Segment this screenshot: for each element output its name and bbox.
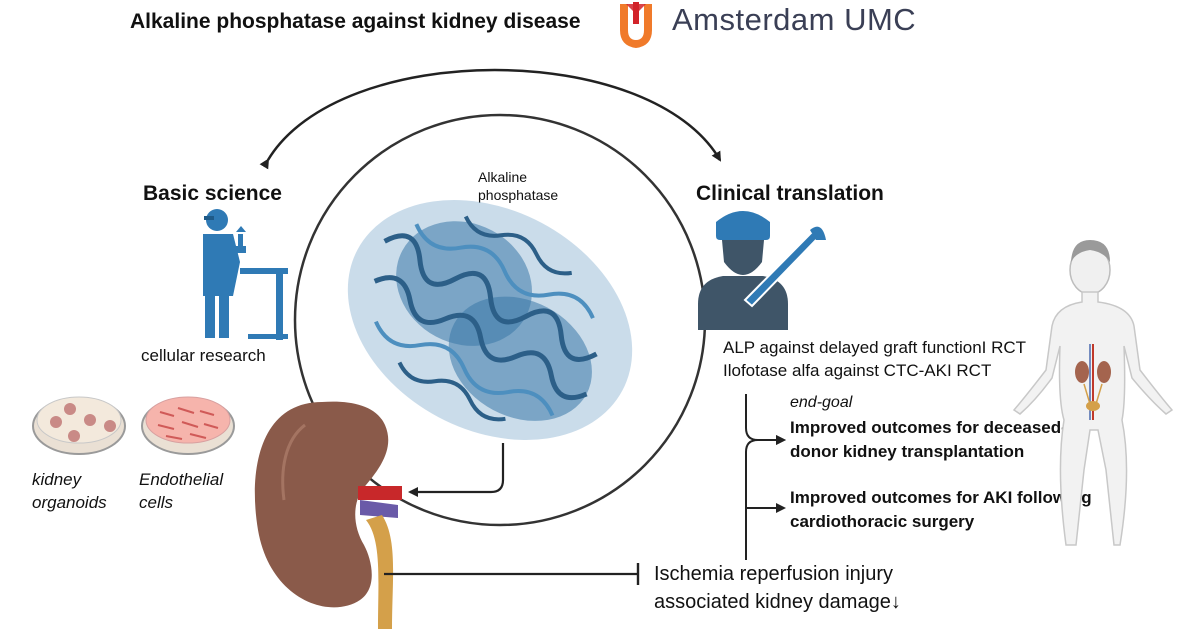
cycle-arrow bbox=[259, 68, 722, 170]
outcome-transplantation: Improved outcomes for deceased- donor ki… bbox=[790, 416, 1067, 464]
outcome-aki-line2: cardiothoracic surgery bbox=[790, 512, 975, 531]
enzyme-label: Alkaline phosphatase bbox=[478, 168, 558, 204]
end-goal-label: end-goal bbox=[790, 394, 853, 411]
logo-text: Amsterdam UMC bbox=[672, 2, 917, 37]
page-title: Alkaline phosphatase against kidney dise… bbox=[130, 10, 581, 33]
endothelial-cells-label: Endothelial cells bbox=[139, 468, 223, 514]
outcome-aki-line1: Improved outcomes for AKI following bbox=[790, 488, 1092, 507]
injury-label-line1: Ischemia reperfusion injury bbox=[654, 563, 893, 585]
injury-label-line2: associated kidney damage↓ bbox=[654, 591, 901, 613]
endothelial-cells-line2: cells bbox=[139, 493, 174, 512]
outcome-transplantation-line1: Improved outcomes for deceased- bbox=[790, 418, 1067, 437]
injury-label: Ischemia reperfusion injury associated k… bbox=[654, 560, 901, 616]
scientist-icon bbox=[203, 209, 288, 340]
basic-science-heading: Basic science bbox=[143, 182, 282, 205]
kidney-icon bbox=[254, 401, 402, 629]
kidney-organoids-line2: organoids bbox=[32, 493, 107, 512]
clinical-translation-heading: Clinical translation bbox=[696, 182, 884, 205]
endothelial-dish-icon bbox=[141, 396, 235, 455]
kidney-organoids-line1: kidney bbox=[32, 470, 82, 489]
organoid-dish-icon bbox=[32, 396, 126, 455]
outcome-aki: Improved outcomes for AKI following card… bbox=[790, 486, 1092, 534]
alkaline-phosphatase-protein-icon bbox=[347, 200, 633, 440]
injury-to-outcome1-arrow bbox=[745, 435, 786, 560]
amsterdam-umc-logo-icon bbox=[620, 2, 652, 48]
rct-list: ALP against delayed graft functionI RCT … bbox=[723, 336, 1026, 382]
outcome-transplantation-line2: donor kidney transplantation bbox=[790, 442, 1025, 461]
protein-to-kidney-arrow bbox=[408, 443, 505, 497]
kidney-organoids-label: kidney organoids bbox=[32, 468, 107, 514]
rct-item-alp: ALP against delayed graft functionI RCT bbox=[723, 338, 1027, 357]
endothelial-cells-line1: Endothelial bbox=[139, 470, 224, 489]
cellular-research-label: cellular research bbox=[141, 346, 266, 365]
rct-item-ilofotase: Ilofotase alfa against CTC-AKI RCT bbox=[723, 361, 992, 380]
enzyme-label-line1: Alkaline bbox=[478, 169, 528, 185]
human-body-icon bbox=[1012, 240, 1174, 546]
surgeon-icon bbox=[698, 211, 826, 330]
enzyme-label-line2: phosphatase bbox=[478, 187, 559, 203]
rct-to-outcome1-arrow bbox=[745, 394, 786, 445]
